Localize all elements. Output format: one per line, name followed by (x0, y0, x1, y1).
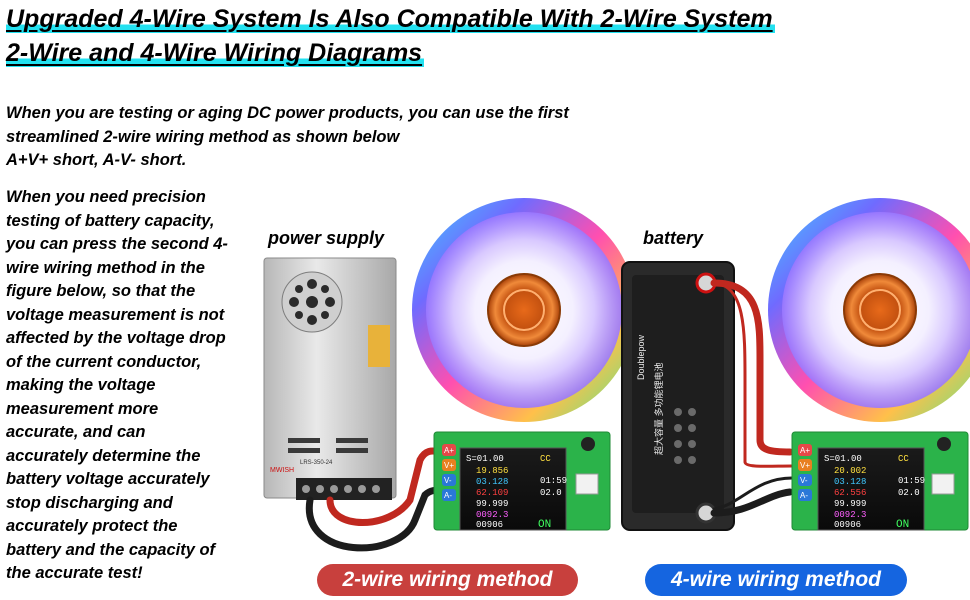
terminal-label: A- (800, 491, 808, 500)
fan-right (768, 198, 970, 422)
power: 62.109 (476, 488, 508, 498)
detail-line: voltage measurement is not (6, 305, 225, 324)
usb-port (931, 473, 955, 495)
load-board-right: A+ V+ V- A- S=01.00 CC 20.002 01:59 03.1… (791, 431, 969, 531)
intro-line: When you are testing or aging DC power p… (6, 104, 569, 122)
detail-line: accurate, and can (6, 423, 146, 441)
load-board-left: A+ V+ V- A- S=01.00 CC 19.856 01:59 03.1… (433, 431, 611, 531)
detail-line: affected by the voltage drop (6, 329, 226, 347)
resistance: 02.0 (540, 488, 562, 498)
setpoint: S=01.00 (824, 454, 862, 464)
psu-label (368, 325, 390, 367)
state: ON (538, 519, 551, 531)
lcd-screen (459, 447, 567, 531)
capacity: 99.999 (476, 499, 508, 509)
red-wire (710, 279, 794, 456)
count: 00906 (476, 520, 503, 530)
black-wire (710, 488, 794, 517)
terminal-label: V- (800, 476, 808, 485)
detail-line: accurately determine the (6, 446, 201, 465)
psu-model: LRS-350-24 (300, 460, 333, 466)
resistance: 02.0 (898, 488, 920, 498)
terminal-label: A+ (800, 446, 810, 455)
lcd-screen (817, 447, 925, 531)
battery-brand: Doublepow (636, 334, 646, 380)
terminal-label: V+ (800, 461, 810, 470)
terminal-label: V- (444, 476, 452, 485)
time: 01:59 (898, 476, 925, 486)
energy: 0092.3 (476, 510, 508, 520)
detail-line: testing of battery capacity, (6, 211, 215, 230)
buzzer (581, 437, 595, 451)
voltage: 19.856 (476, 466, 508, 476)
intro-line: A+V+ short, A-V- short. (6, 151, 187, 169)
capacity: 99.999 (834, 499, 866, 509)
two-wire-method-button[interactable]: 2-wire wiring method (317, 564, 578, 596)
current: 03.128 (834, 477, 866, 487)
setpoint: S=01.00 (466, 454, 504, 464)
detail-line: stop discharging and (6, 493, 173, 512)
power-supply-label: power supply (268, 228, 385, 248)
title-line-1: Upgraded 4-Wire System Is Also Compatibl… (6, 5, 775, 33)
intro-line: streamlined 2-wire wiring method as show… (6, 127, 400, 146)
detail-line: battery voltage accurately (6, 470, 210, 488)
detail-line: battery and the capacity of (6, 540, 216, 559)
wires-4wire (710, 279, 794, 517)
battery: Doublepow 超大容量 多功能锂电池 (621, 261, 735, 531)
detail-line: accurately protect the (6, 517, 178, 535)
title-line-2: 2-Wire and 4-Wire Wiring Diagrams (6, 39, 425, 67)
battery-print: 超大容量 多功能锂电池 (653, 362, 664, 455)
buzzer (937, 437, 951, 451)
sense-wire-negative (712, 476, 794, 511)
mode: CC (540, 454, 551, 464)
detail-line: making the voltage (6, 376, 156, 394)
fan-hub (487, 273, 561, 347)
mode: CC (898, 454, 909, 464)
red-wire (326, 447, 444, 526)
detail-line: of the current conductor, (6, 352, 202, 371)
terminal-label: V+ (444, 461, 454, 470)
detail-line: you can press the second 4- (6, 235, 228, 253)
detail-line: figure below, so that the (6, 282, 196, 300)
four-wire-method-button[interactable]: 4-wire wiring method (645, 564, 907, 596)
current: 03.128 (476, 477, 508, 487)
terminal-label: A- (444, 491, 452, 500)
usb-port (575, 473, 599, 495)
detail-line: When you need precision (6, 188, 206, 206)
power: 62.556 (834, 488, 866, 498)
intro-paragraph: When you are testing or aging DC power p… (6, 102, 646, 173)
detail-line: measurement more (6, 399, 159, 418)
detail-line: wire wiring method in the (6, 258, 205, 277)
power-supply: MWISH LRS-350-24 (263, 257, 397, 500)
sense-wire-positive (712, 281, 794, 468)
voltage: 20.002 (834, 466, 866, 476)
fan-hub (843, 273, 917, 347)
detail-paragraph: When you need precision testing of batte… (6, 186, 254, 586)
psu-brand: MWISH (270, 467, 294, 474)
terminal-label: A+ (444, 446, 454, 455)
battery-label: battery (643, 228, 704, 248)
detail-line: the accurate test! (6, 564, 143, 582)
energy: 0092.3 (834, 510, 866, 520)
fan-left (412, 198, 636, 422)
time: 01:59 (540, 476, 567, 486)
count: 00906 (834, 520, 861, 530)
state: ON (896, 519, 909, 531)
